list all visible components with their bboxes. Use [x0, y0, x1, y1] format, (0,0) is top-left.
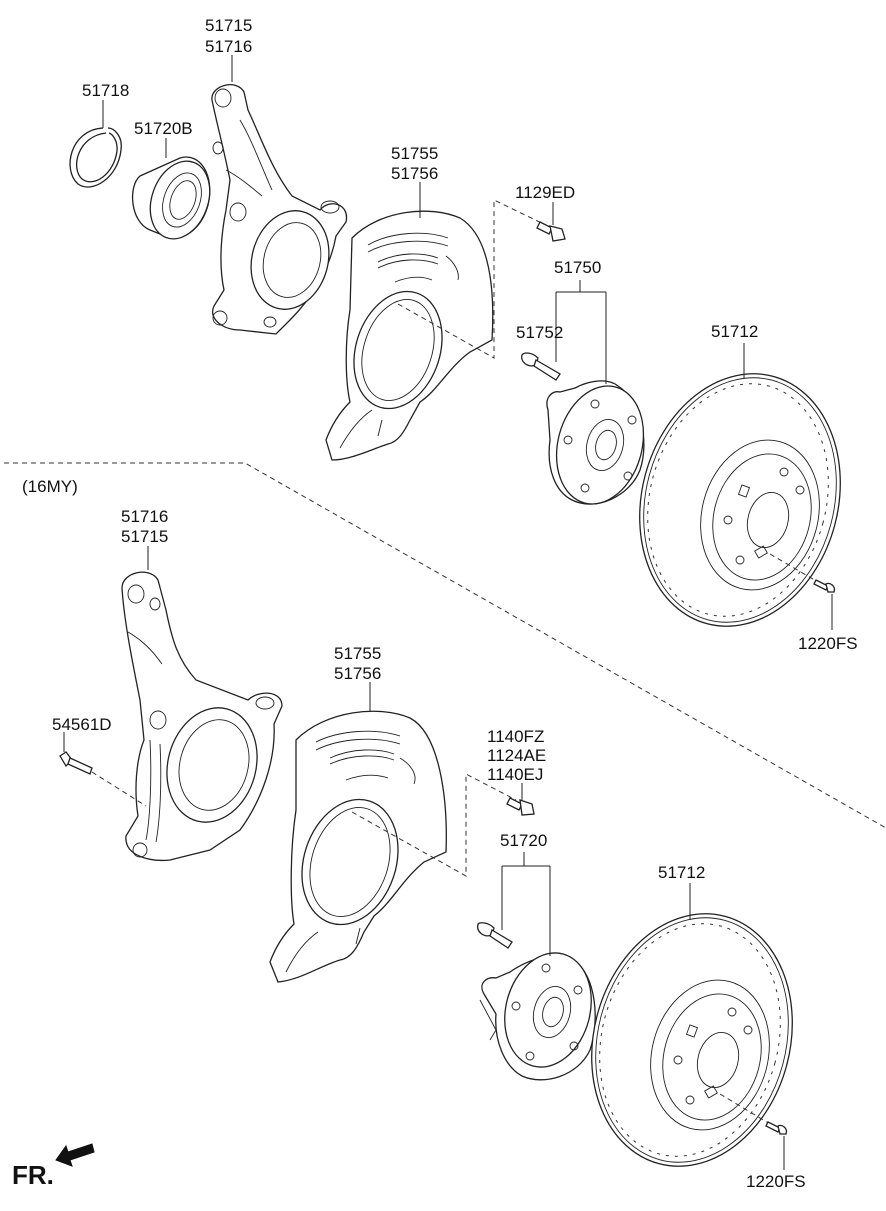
steering-knuckle-top-part — [211, 84, 348, 335]
label-hub-bolt-top: 51752 — [516, 323, 563, 342]
wheel-hub-top-part — [546, 380, 645, 505]
bolt-1129ed-part — [536, 221, 566, 242]
wheel-bearing-part — [131, 156, 211, 240]
label-hub-bottom: 51720 — [500, 831, 547, 850]
label-bolt-1124ae: 1124AE — [487, 746, 546, 765]
leader-hub-bottom — [501, 852, 551, 956]
dust-shield-bottom-part — [269, 710, 447, 983]
hub-bolt-51752-part — [521, 352, 561, 381]
top-alignment-line — [397, 199, 553, 359]
label-knuckle-bottom-1: 51716 — [121, 507, 168, 526]
bolt-54561d-alignment — [91, 771, 147, 807]
label-shield-top-2: 51756 — [391, 164, 438, 183]
screw-1220fs-top-part — [813, 579, 836, 593]
label-hub-top: 51750 — [554, 258, 601, 277]
label-disc-bottom: 51712 — [658, 863, 705, 882]
hub-bolt-bottom-part — [477, 922, 513, 949]
label-screw-top: 1220FS — [798, 634, 858, 653]
bolt-1140fz-part — [506, 797, 535, 816]
label-bolt-1140ej: 1140EJ — [487, 765, 543, 784]
label-knuckle-bottom-2: 51715 — [121, 527, 168, 546]
bolt-54561d-part — [59, 751, 93, 775]
screw-bottom-alignment — [719, 1093, 771, 1125]
label-snap-ring: 51718 — [82, 81, 129, 100]
leader-hub-top — [555, 280, 607, 384]
label-bearing: 51720B — [134, 119, 193, 138]
section-divider-line — [4, 462, 886, 829]
label-bolt-1129ed: 1129ED — [515, 183, 575, 202]
label-shield-bottom-2: 51756 — [334, 664, 381, 683]
label-shield-bottom-1: 51755 — [334, 644, 381, 663]
front-direction-arrow-icon — [55, 1143, 95, 1167]
label-bolt-1140fz: 1140FZ — [487, 727, 544, 746]
brake-disc-bottom-part — [591, 913, 793, 1167]
bottom-alignment-line — [351, 773, 517, 877]
snap-ring-part — [69, 127, 122, 188]
label-screw-bottom: 1220FS — [746, 1172, 806, 1191]
screw-1220fs-bottom-part — [765, 1121, 788, 1135]
label-knuckle-top-1: 51715 — [205, 16, 252, 35]
brake-disc-top-part — [639, 373, 841, 627]
label-front-marker: FR. — [12, 1160, 54, 1190]
screw-top-alignment — [769, 553, 819, 583]
dust-shield-top-part — [325, 210, 494, 461]
steering-knuckle-bottom-part — [121, 571, 283, 862]
label-disc-top: 51712 — [711, 322, 758, 341]
label-knuckle-top-2: 51716 — [205, 37, 252, 56]
label-variant-16my: (16MY) — [22, 477, 78, 496]
label-shield-top-1: 51755 — [391, 144, 438, 163]
wheel-hub-bottom-part — [479, 952, 596, 1081]
label-bolt-54561d: 54561D — [52, 715, 112, 734]
